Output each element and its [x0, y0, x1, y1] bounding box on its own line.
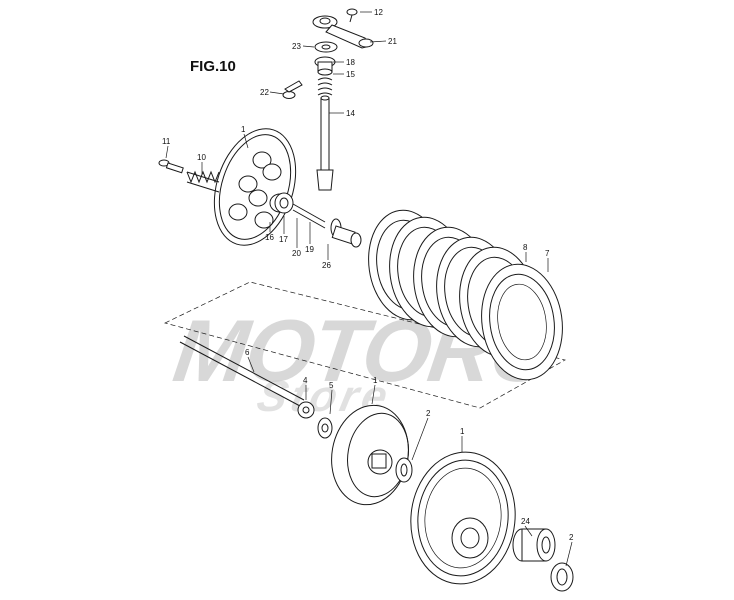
callout-7: 7	[545, 249, 550, 258]
bushing	[512, 528, 556, 562]
assembly-outline	[164, 281, 566, 409]
callout-1-pressure-plate: 1	[241, 125, 246, 134]
callout-1-clutch-hub: 1	[373, 376, 378, 385]
friction-plate-stack	[368, 209, 563, 381]
callout-21: 21	[388, 37, 397, 46]
clutch-outer-basket	[410, 451, 516, 585]
thrust-washer	[395, 457, 413, 483]
callout-4: 4	[303, 376, 308, 385]
callout-11: 11	[162, 137, 171, 146]
outer-washer	[550, 562, 574, 592]
callout-24: 24	[521, 517, 530, 526]
bearing-pushrod-set	[274, 192, 362, 248]
callout-1-outer-basket: 1	[460, 427, 465, 436]
callout-8: 8	[523, 243, 528, 252]
callout-18: 18	[346, 58, 355, 67]
callout-5: 5	[329, 381, 334, 390]
leader-lines	[165, 11, 573, 567]
clutch-lever-assembly	[282, 8, 374, 191]
callout-6: 6	[245, 348, 250, 357]
pressure-plate	[213, 128, 297, 246]
clutch-hub	[331, 404, 409, 506]
callout-labels: 12 21 23 18 15 14 22 1 11 10 16 17 20 19…	[162, 8, 574, 542]
figure-title: FIG.10	[190, 58, 236, 75]
main-shaft	[179, 335, 333, 439]
callout-26: 26	[322, 261, 331, 270]
callout-2-outer-washer: 2	[569, 533, 574, 542]
callout-2-thrust-washer: 2	[426, 409, 431, 418]
callout-22: 22	[260, 88, 269, 97]
callout-12: 12	[374, 8, 383, 17]
callout-17: 17	[279, 235, 288, 244]
clutch-spring-and-bolt	[158, 159, 220, 193]
callout-23: 23	[292, 42, 301, 51]
callout-19: 19	[305, 245, 314, 254]
callout-15: 15	[346, 70, 355, 79]
callout-16: 16	[265, 233, 274, 242]
callout-14: 14	[346, 109, 355, 118]
callout-20: 20	[292, 249, 301, 258]
callout-10: 10	[197, 153, 206, 162]
